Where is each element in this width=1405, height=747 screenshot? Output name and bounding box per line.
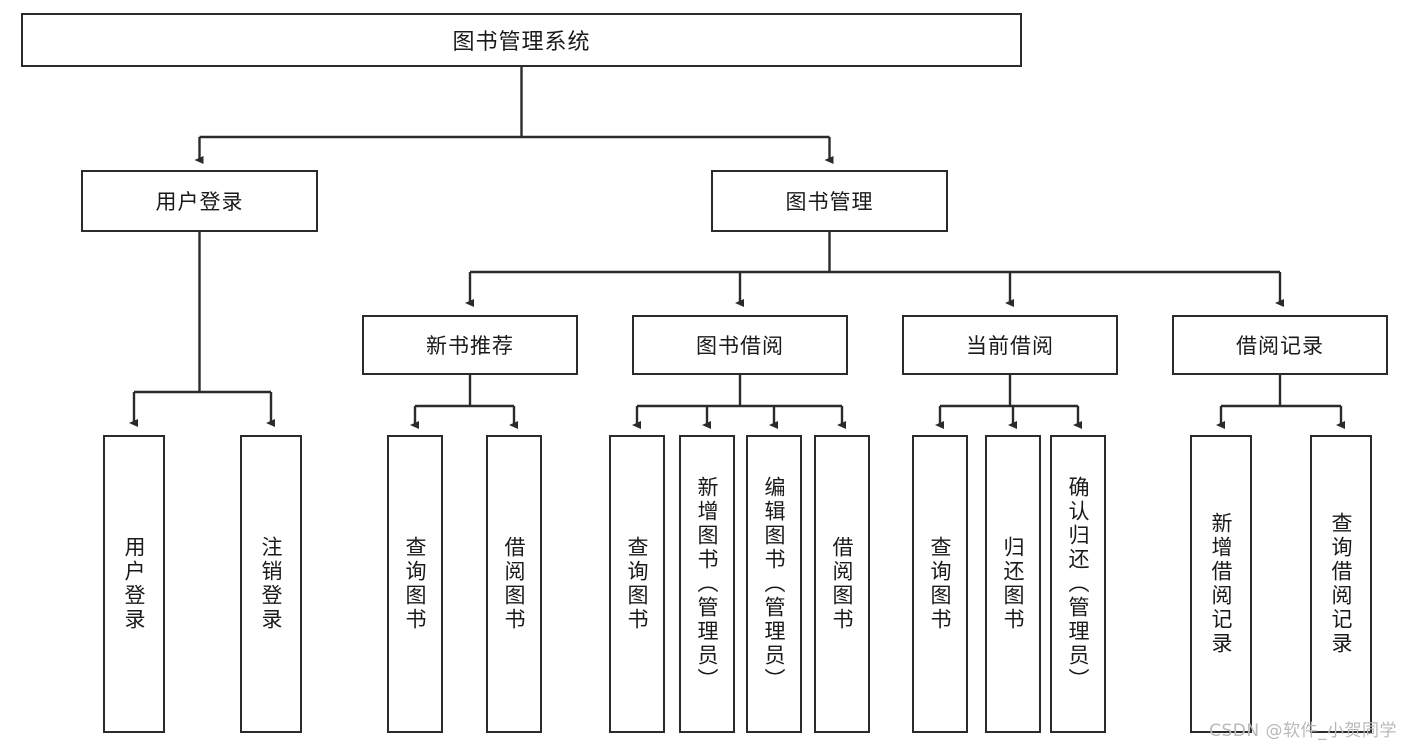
node-leaf-label: 用户登录 <box>122 536 147 632</box>
node-leaf-5[interactable]: 新增图书（管理员） <box>679 435 735 733</box>
node-level3-1[interactable]: 图书借阅 <box>632 315 848 375</box>
node-level2-label: 图书管理 <box>785 190 874 214</box>
node-leaf-label: 新增图书（管理员） <box>695 476 720 692</box>
node-leaf-3[interactable]: 借阅图书 <box>486 435 542 733</box>
node-leaf-label: 查询借阅记录 <box>1329 512 1354 656</box>
node-root-label: 图书管理系统 <box>452 30 591 55</box>
node-leaf-10[interactable]: 确认归还（管理员） <box>1050 435 1106 733</box>
node-level3-label: 新书推荐 <box>426 334 514 358</box>
node-leaf-label: 编辑图书（管理员） <box>762 476 787 692</box>
node-leaf-6[interactable]: 编辑图书（管理员） <box>746 435 802 733</box>
node-leaf-11[interactable]: 新增借阅记录 <box>1190 435 1252 733</box>
node-leaf-label: 查询图书 <box>928 536 953 632</box>
node-leaf-label: 借阅图书 <box>830 536 855 632</box>
node-root-system[interactable]: 图书管理系统 <box>21 13 1022 67</box>
node-level2-1[interactable]: 图书管理 <box>711 170 948 232</box>
node-level2-0[interactable]: 用户登录 <box>81 170 318 232</box>
node-level3-2[interactable]: 当前借阅 <box>902 315 1118 375</box>
node-level2-label: 用户登录 <box>155 190 244 214</box>
node-leaf-label: 新增借阅记录 <box>1209 512 1234 656</box>
node-leaf-label: 查询图书 <box>403 536 428 632</box>
node-level3-label: 借阅记录 <box>1236 334 1324 358</box>
node-leaf-label: 归还图书 <box>1001 536 1026 632</box>
node-level3-label: 当前借阅 <box>966 334 1054 358</box>
node-leaf-7[interactable]: 借阅图书 <box>814 435 870 733</box>
node-leaf-label: 查询图书 <box>625 536 650 632</box>
node-leaf-8[interactable]: 查询图书 <box>912 435 968 733</box>
node-level3-label: 图书借阅 <box>696 334 784 358</box>
watermark-text: CSDN @软件_小贺同学 <box>1209 721 1397 741</box>
node-leaf-0[interactable]: 用户登录 <box>103 435 165 733</box>
node-leaf-label: 注销登录 <box>259 536 284 632</box>
node-level3-3[interactable]: 借阅记录 <box>1172 315 1388 375</box>
node-leaf-12[interactable]: 查询借阅记录 <box>1310 435 1372 733</box>
node-leaf-label: 确认归还（管理员） <box>1066 476 1091 692</box>
node-leaf-4[interactable]: 查询图书 <box>609 435 665 733</box>
node-leaf-2[interactable]: 查询图书 <box>387 435 443 733</box>
node-leaf-label: 借阅图书 <box>502 536 527 632</box>
node-leaf-9[interactable]: 归还图书 <box>985 435 1041 733</box>
node-leaf-1[interactable]: 注销登录 <box>240 435 302 733</box>
node-level3-0[interactable]: 新书推荐 <box>362 315 578 375</box>
